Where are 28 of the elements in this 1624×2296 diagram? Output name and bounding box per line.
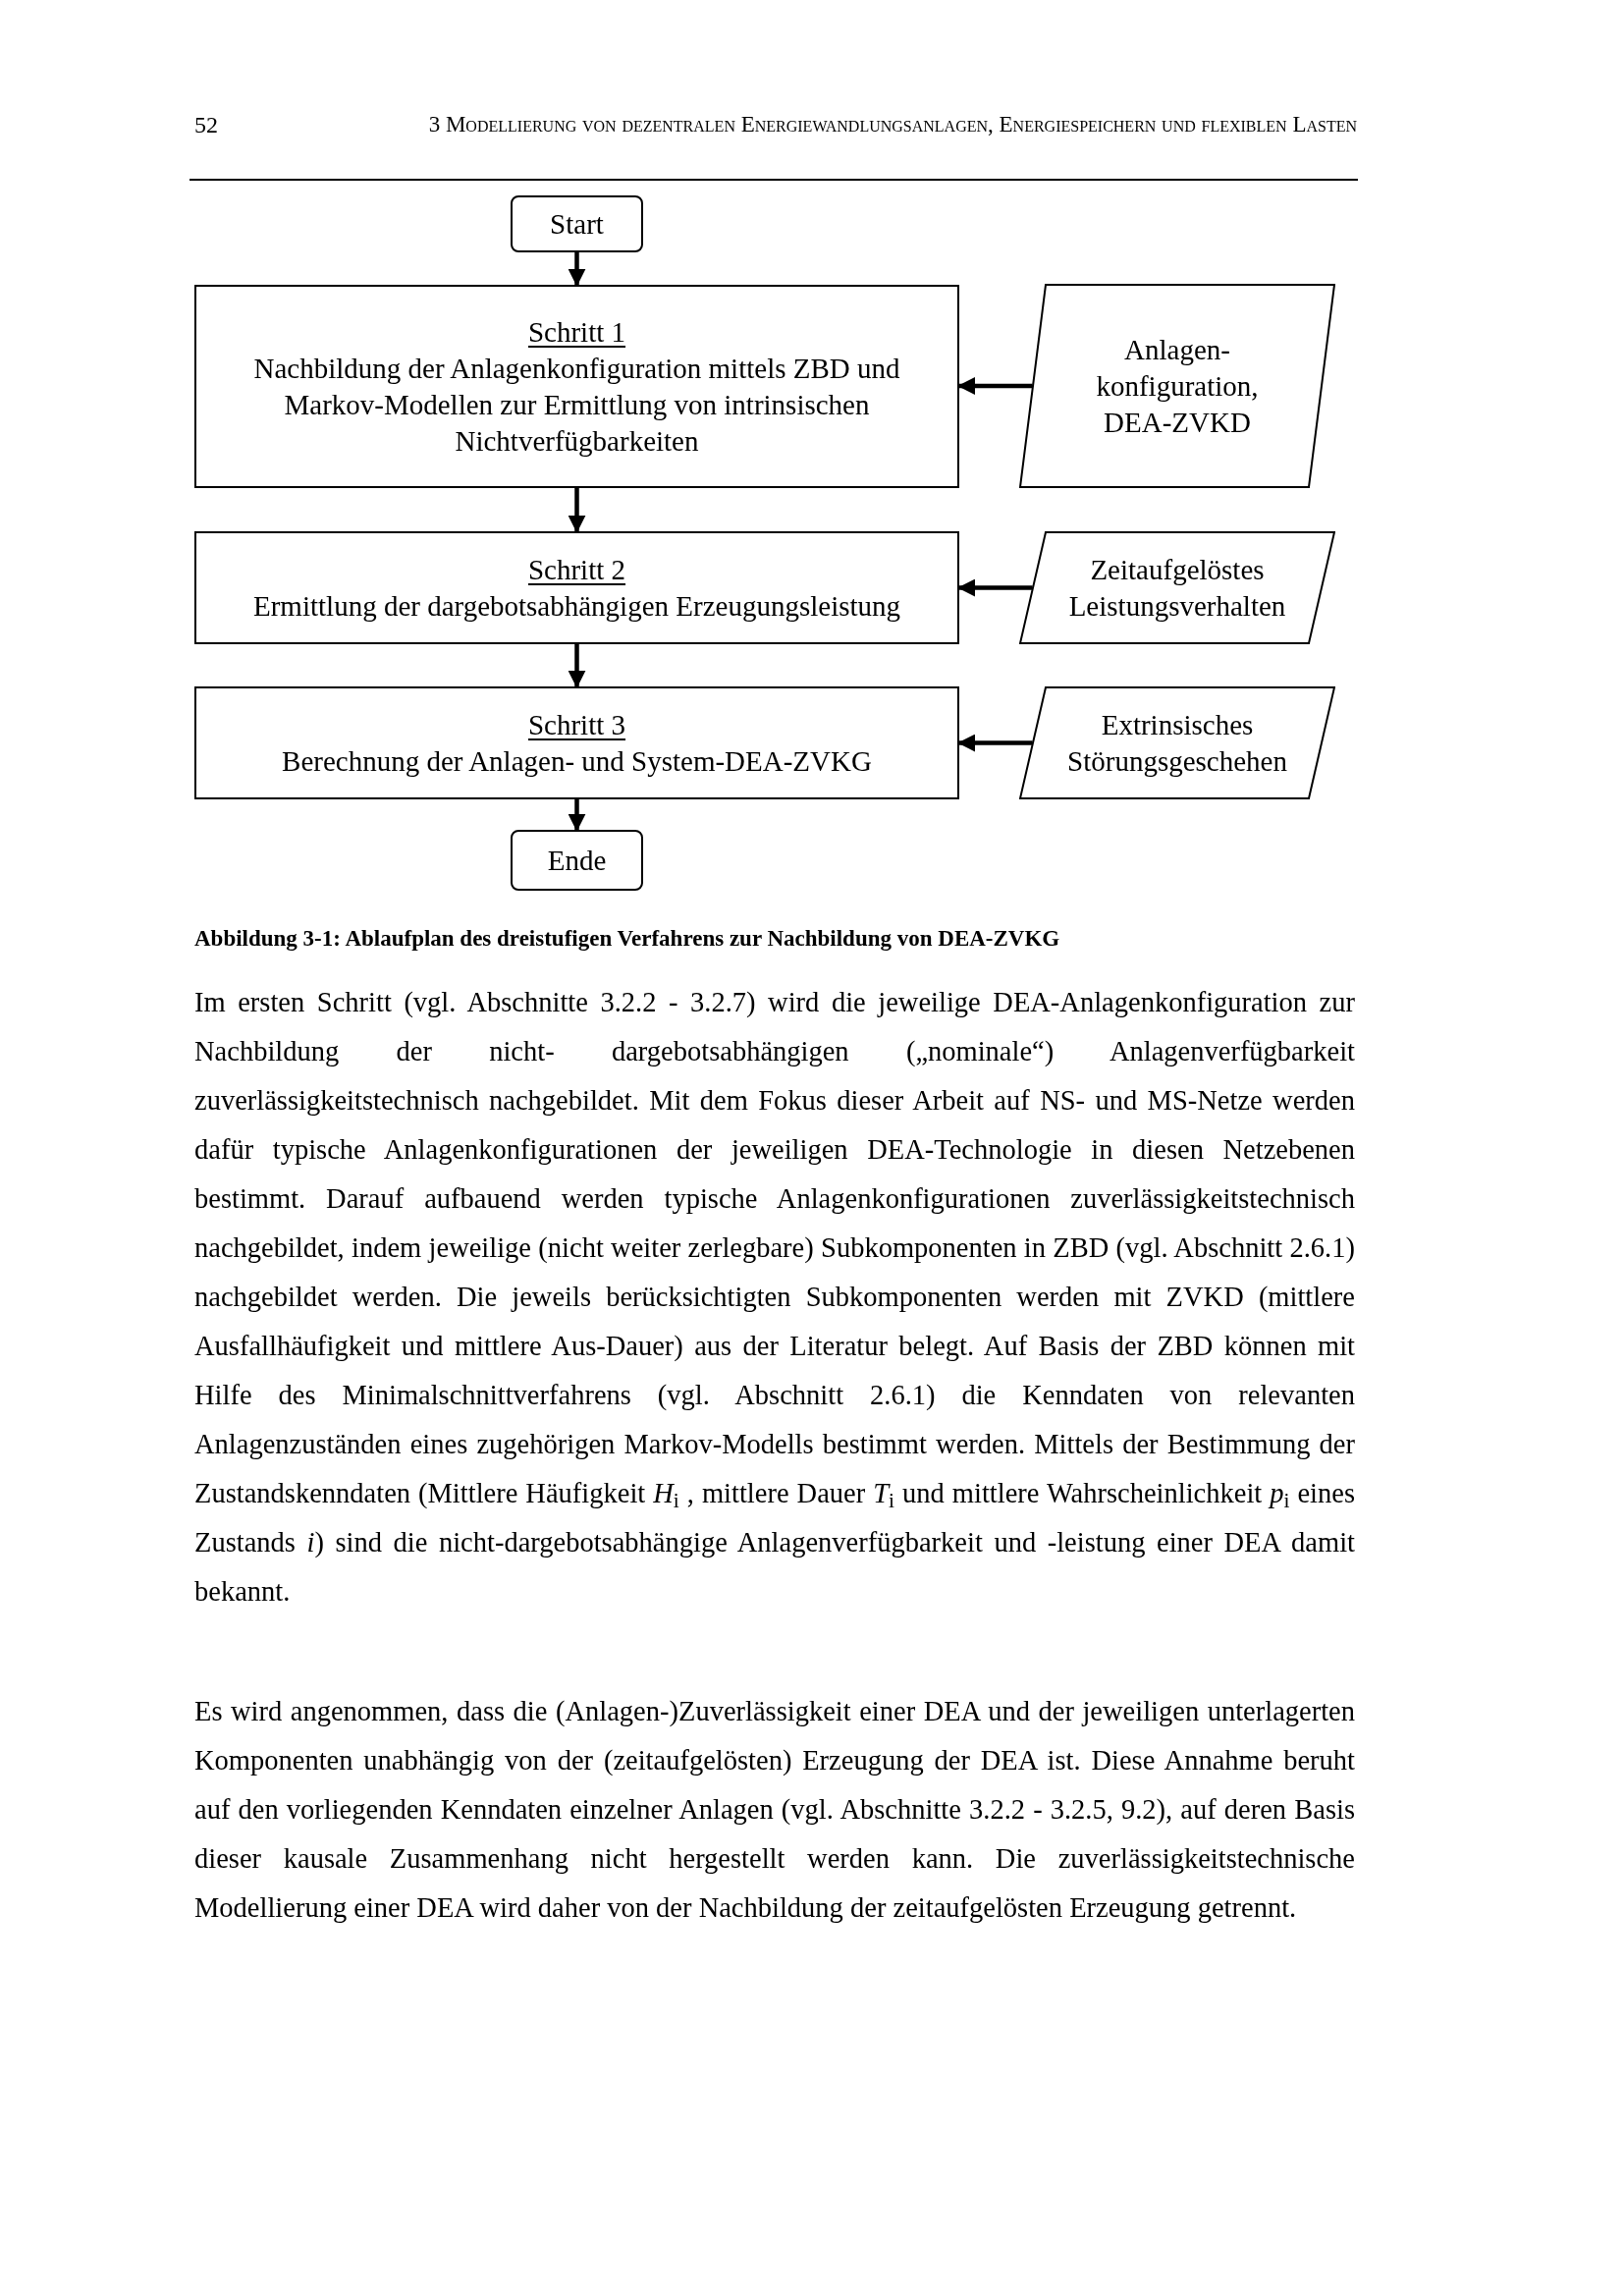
- arrow: [568, 252, 586, 287]
- node-label: Zeitaufgelöstes Leistungsverhalten: [1067, 552, 1287, 624]
- step-heading: Schritt 3: [526, 707, 627, 742]
- arrow: [568, 488, 586, 533]
- input-parallelogram: [1019, 284, 1335, 488]
- step-heading: Schritt 2: [526, 552, 627, 587]
- input-parallelogram: [1019, 531, 1335, 644]
- figure-caption: Abbildung 3-1: Ablaufplan des dreistufigen Verfahrens zur Nachbildung von DEA-ZVKG: [194, 925, 1061, 953]
- step-heading: Schritt 1: [526, 314, 627, 350]
- node-label: Ende: [546, 843, 608, 878]
- terminal-box: [511, 830, 643, 891]
- body-paragraph: Es wird angenommen, dass die (Anlagen-)Zuverlässigkeit einer DEA und der jeweiligen unterlagerten Komponenten unabhängig von der (zeitaufgelösten) Erzeugung der DEA ist. Diese Annahme beruht auf den vorliegenden Kenndaten einzelner Anlagen (vgl. Abschnitte 3.2.2 - 3.2.5, 9.2), auf deren Basis dieser kausale Zusammenhang nicht hergestellt werden kann. Die zuverlässigkeitstechnische Modellierung einer DEA wird daher von der Nachbildung der zeitaufgelösten Erzeugung getrennt.: [194, 1695, 1355, 1925]
- process-box: [194, 285, 959, 488]
- page-number: 52: [194, 111, 218, 139]
- node-label: Start: [549, 206, 605, 242]
- node-label: Ermittlung der dargebotsabhängigen Erzeugungsleistung: [251, 588, 902, 624]
- process-box: [194, 531, 959, 644]
- node-label: Nachbildung der Anlagenkonfiguration mittels ZBD und Markov-Modellen zur Ermittlung von intrinsischen Nichtverfügbarkeiten: [252, 351, 901, 459]
- input-parallelogram: [1019, 686, 1335, 799]
- node-label: Extrinsisches Störungsgeschehen: [1066, 707, 1288, 779]
- running-header: 3 Modellierung von dezentralen Energiewandlungsanlagen, Energiespeichern und flexiblen Lasten: [427, 111, 1357, 138]
- node-label: Berechnung der Anlagen- und System-DEA-ZVKG: [281, 743, 873, 779]
- node-label: Anlagen- konfiguration, DEA-ZVKD: [1095, 332, 1260, 440]
- terminal-box: [511, 195, 643, 252]
- arrow: [568, 799, 586, 832]
- process-box: [194, 686, 959, 799]
- body-paragraph: Im ersten Schritt (vgl. Abschnitte 3.2.2 - 3.2.7) wird die jeweilige DEA-Anlagenkonfiguration zur Nachbildung der nicht- dargebotsabhängigen („nominale“) Anlagenverfügbarkeit zuverlässigkeitstechnisch nachgebildet. Mit dem Fokus dieser Arbeit auf NS- und MS-Netze werden dafür typische Anlagenkonfigurationen der jeweiligen DEA-Technologie in diesen Netzebenen bestimmt. Darauf aufbauend werden typische Anlagenkonfigurationen zuverlässigkeitstechnisch nachgebildet, indem jeweilige (nicht weiter zerlegbare) Subkomponenten in ZBD (vgl. Abschnitt 2.6.1) nachgebildet werden. Die jeweils berücksichtigten Subkomponenten werden mit ZVKD (mittlere Ausfallhäufigkeit und mittlere Aus-Dauer) aus der Literatur belegt. Auf Basis der ZBD können mit Hilfe des Minimalschnittverfahrens (vgl. Abschnitt 2.6.1) die Kenndaten von relevanten Anlagenzuständen eines zugehörigen Markov-Modells bestimmt werden. Mittels der Bestimmung der Zustandskenndaten (Mittlere Häufigkeit H$_{i}$ , mittlere Dauer T$_{i}$ und mittlere Wahrscheinlichkeit p$_{i}$ eines Zustands i) sind die nicht-dargebotsabhängige Anlagenverfügbarkeit und -leistung einer DEA damit bekannt.: [194, 986, 1355, 1609]
- arrow: [568, 644, 586, 688]
